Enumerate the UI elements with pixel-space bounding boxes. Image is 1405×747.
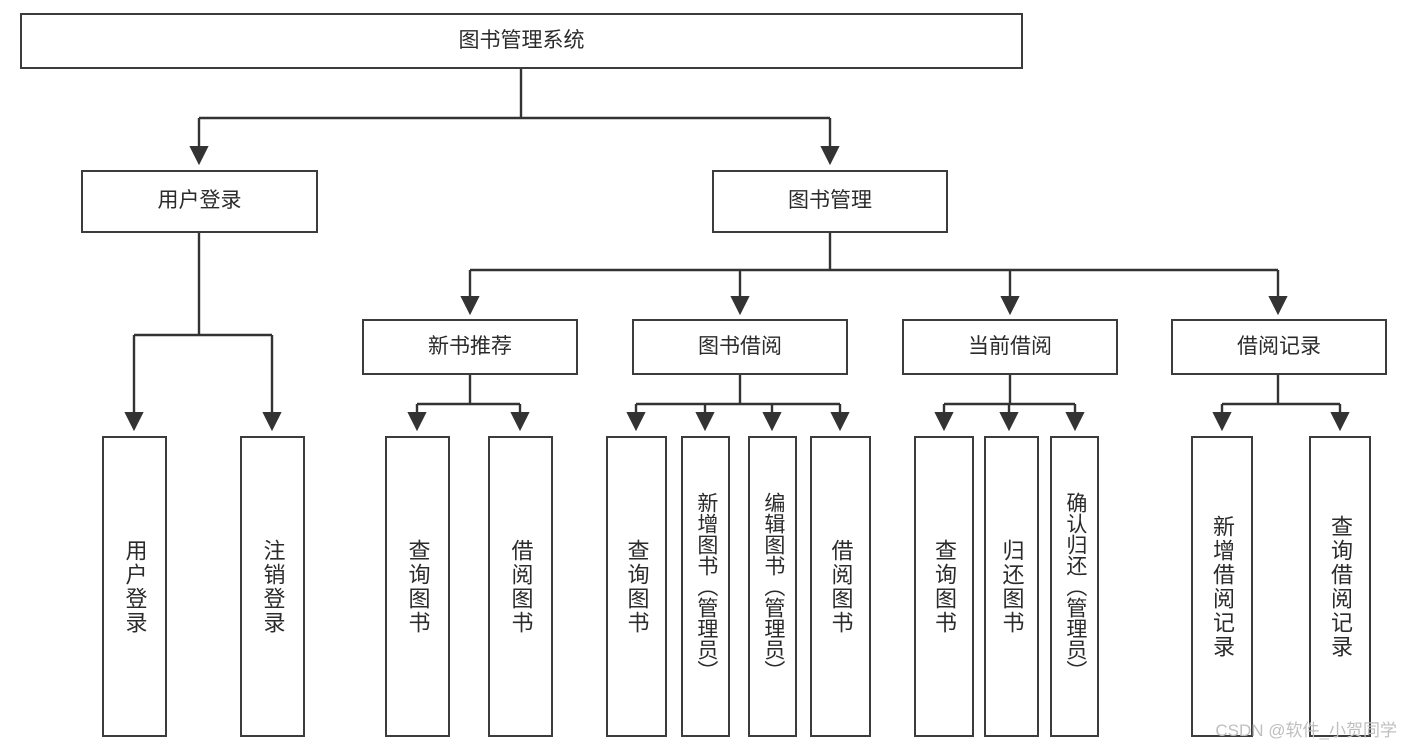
leaf-add-book[interactable]: 新增图书（管理员） bbox=[681, 436, 730, 737]
leaf-user-logout[interactable]: 注销登录 bbox=[240, 436, 305, 737]
leaf-edit-book[interactable]: 编辑图书（管理员） bbox=[748, 436, 797, 737]
leaf-user-login-label: 用户登录 bbox=[122, 538, 148, 635]
leaf-confirm-return[interactable]: 确认归还（管理员） bbox=[1050, 436, 1099, 737]
csdn-watermark: CSDN @软件_小贺同学 bbox=[1215, 721, 1397, 740]
node-user-login-label: 用户登录 bbox=[157, 189, 242, 213]
leaf-query-book-1[interactable]: 查询图书 bbox=[385, 436, 450, 737]
leaf-borrow-book-1[interactable]: 借阅图书 bbox=[488, 436, 553, 737]
leaf-add-record-label: 新增借阅记录 bbox=[1209, 514, 1235, 659]
node-new-book-recommend[interactable]: 新书推荐 bbox=[362, 319, 578, 375]
node-root-label: 图书管理系统 bbox=[458, 28, 585, 52]
node-borrow-record[interactable]: 借阅记录 bbox=[1171, 319, 1387, 375]
leaf-query-book-1-label: 查询图书 bbox=[405, 538, 431, 635]
leaf-user-login[interactable]: 用户登录 bbox=[102, 436, 167, 737]
leaf-user-logout-label: 注销登录 bbox=[260, 538, 286, 635]
leaf-query-book-3[interactable]: 查询图书 bbox=[914, 436, 974, 737]
node-book-borrow[interactable]: 图书借阅 bbox=[632, 319, 848, 375]
node-book-manage[interactable]: 图书管理 bbox=[712, 170, 948, 233]
leaf-borrow-book-2[interactable]: 借阅图书 bbox=[810, 436, 871, 737]
leaf-confirm-return-label: 确认归还（管理员） bbox=[1063, 492, 1087, 681]
node-root[interactable]: 图书管理系统 bbox=[20, 13, 1023, 69]
leaf-query-book-2-label: 查询图书 bbox=[624, 538, 650, 635]
leaf-query-book-2[interactable]: 查询图书 bbox=[606, 436, 667, 737]
leaf-add-record[interactable]: 新增借阅记录 bbox=[1191, 436, 1253, 737]
leaf-return-book-label: 归还图书 bbox=[999, 538, 1025, 635]
node-current-borrow[interactable]: 当前借阅 bbox=[902, 319, 1118, 375]
node-new-book-recommend-label: 新书推荐 bbox=[428, 334, 512, 358]
leaf-query-book-3-label: 查询图书 bbox=[931, 538, 957, 635]
leaf-query-record[interactable]: 查询借阅记录 bbox=[1309, 436, 1371, 737]
node-current-borrow-label: 当前借阅 bbox=[968, 334, 1052, 358]
leaf-edit-book-label: 编辑图书（管理员） bbox=[761, 492, 785, 681]
leaf-add-book-label: 新增图书（管理员） bbox=[694, 492, 718, 681]
leaf-borrow-book-2-label: 借阅图书 bbox=[828, 538, 854, 635]
node-book-borrow-label: 图书借阅 bbox=[698, 334, 782, 358]
leaf-query-record-label: 查询借阅记录 bbox=[1327, 514, 1353, 659]
leaf-borrow-book-1-label: 借阅图书 bbox=[508, 538, 534, 635]
node-borrow-record-label: 借阅记录 bbox=[1237, 334, 1321, 358]
leaf-return-book[interactable]: 归还图书 bbox=[984, 436, 1039, 737]
node-user-login[interactable]: 用户登录 bbox=[81, 170, 318, 233]
node-book-manage-label: 图书管理 bbox=[788, 189, 872, 213]
